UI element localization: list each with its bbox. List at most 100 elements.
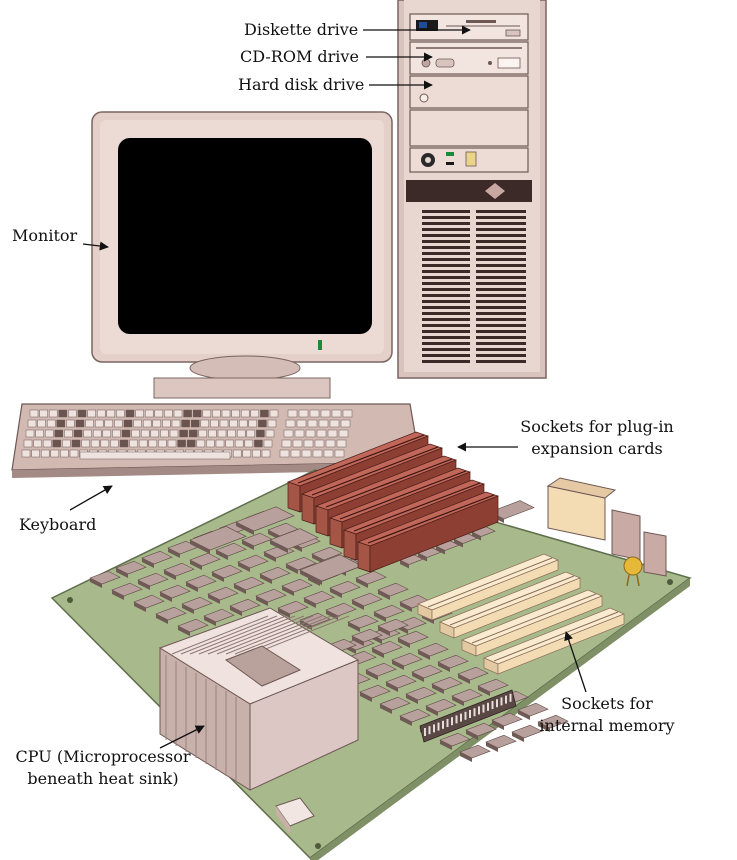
ide-pin [473,708,476,717]
key [154,409,164,418]
key [244,439,254,448]
vent-slot [476,270,526,273]
key [279,449,290,458]
ide-pin [460,713,462,722]
key [69,449,79,458]
key [21,449,31,458]
chip [397,630,429,648]
key [258,419,267,428]
expansion-slot [356,491,500,573]
key [229,419,238,428]
rear-connectors [546,477,667,587]
key [100,439,110,448]
label-memory-sockets-line1: Sockets for [561,694,653,713]
vent-slot [422,312,470,315]
spacebar [79,451,231,460]
key [133,419,142,428]
chip [207,586,239,604]
key [66,419,75,428]
leader-arrows [69,25,587,749]
key [92,429,102,438]
heat-sink-fin [216,615,314,655]
key [44,429,54,438]
key [192,409,202,418]
chip [359,684,391,702]
key [227,429,236,438]
heat-sink-fin [225,615,323,655]
key [329,419,340,428]
ide-pin [478,706,480,715]
vent-slot [422,300,470,303]
chip [465,722,497,740]
chip [259,566,291,584]
chip [457,666,489,684]
key [219,419,229,428]
key [307,419,318,428]
key [294,429,305,438]
label-cdrom-drive: CD-ROM drive [240,47,359,66]
heat-sink-fin [207,615,305,655]
key [231,409,240,418]
vent-slot [422,318,470,321]
vent-slot [476,264,526,267]
vent-slot [476,294,526,297]
key [102,429,112,438]
power-panel [409,147,529,173]
keyboard [11,403,421,478]
key [123,419,133,428]
key [160,429,169,438]
vent-slot [422,276,470,279]
expansion-card-sockets [286,431,500,573]
key [190,419,200,428]
battery [623,556,643,576]
vent-slot [422,282,470,285]
chip [189,552,221,570]
key [125,409,135,418]
ide-pin [482,704,485,713]
key [215,439,225,448]
heat-sink-fin [189,615,287,655]
chip [329,580,361,598]
label-expansion-sockets: Sockets for plug-in expansion cards [512,416,682,460]
key [296,419,307,428]
key [71,439,81,448]
ide-pin [424,728,426,736]
key [292,439,303,448]
memory-slot [439,571,581,639]
key [42,439,52,448]
chip [159,584,191,602]
key [283,429,294,438]
chip [405,686,437,704]
key [290,449,301,458]
key [254,439,263,448]
key [340,419,351,428]
key [196,439,206,448]
chip [411,664,443,682]
label-keyboard: Keyboard [19,515,97,534]
vent-slot [422,264,470,267]
key [106,409,116,418]
key [318,419,329,428]
ide-pin [491,701,494,709]
vent-slot [476,216,526,219]
diskette-drive [409,13,529,41]
key [309,409,320,418]
chip [311,546,343,564]
key [131,429,140,438]
vent-slot [422,210,470,213]
key [250,409,260,418]
chip [133,594,165,612]
heat-sink-fin [198,615,296,655]
key [316,429,327,438]
vent-slot [422,348,470,351]
key [114,419,123,428]
key [210,419,219,428]
key [323,449,334,458]
key [285,419,296,428]
key [269,409,279,418]
key [225,439,234,448]
key [242,449,252,458]
key [85,419,94,428]
motherboard [50,431,692,860]
